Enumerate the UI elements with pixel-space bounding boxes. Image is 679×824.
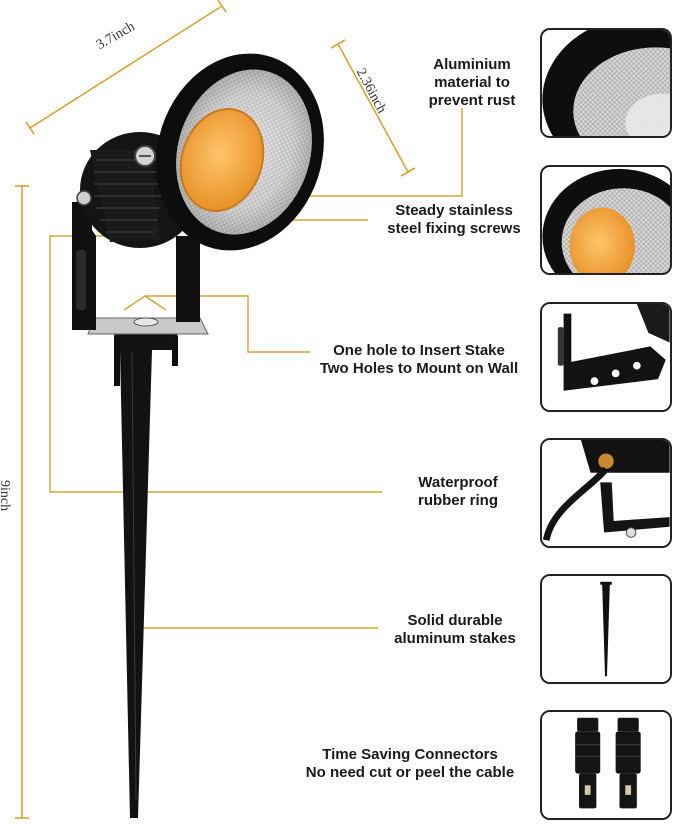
width-dimension-line (25, 0, 227, 135)
cable-seal-closeup-icon (540, 438, 672, 548)
u-bracket (72, 202, 200, 330)
bracket-closeup-icon (540, 302, 672, 412)
lamp-head (156, 53, 324, 251)
height-dimension-label: 9inch (0, 480, 12, 512)
head-dimension-line (330, 39, 416, 177)
feature-label-screws: Steady stainless steel fixing screws (387, 202, 521, 237)
reflector-closeup-icon (540, 165, 672, 275)
stake-closeup-icon (540, 574, 672, 684)
connector-closeup-icon (540, 710, 672, 820)
feature-label-rubber-ring: Waterproof rubber ring (417, 474, 498, 509)
feature-label-stakes: Solid durable aluminum stakes (394, 612, 516, 647)
feature-label-connectors: Time Saving Connectors No need cut or pe… (305, 746, 515, 781)
feature-label-mount-holes: One hole to Insert Stake Two Holes to Mo… (319, 342, 519, 377)
height-dimension-line (15, 185, 29, 819)
feature-label-aluminium: Aluminium material to prevent rust (428, 56, 516, 109)
lamp-shade-closeup-icon (540, 28, 672, 138)
ground-stake (112, 330, 178, 818)
